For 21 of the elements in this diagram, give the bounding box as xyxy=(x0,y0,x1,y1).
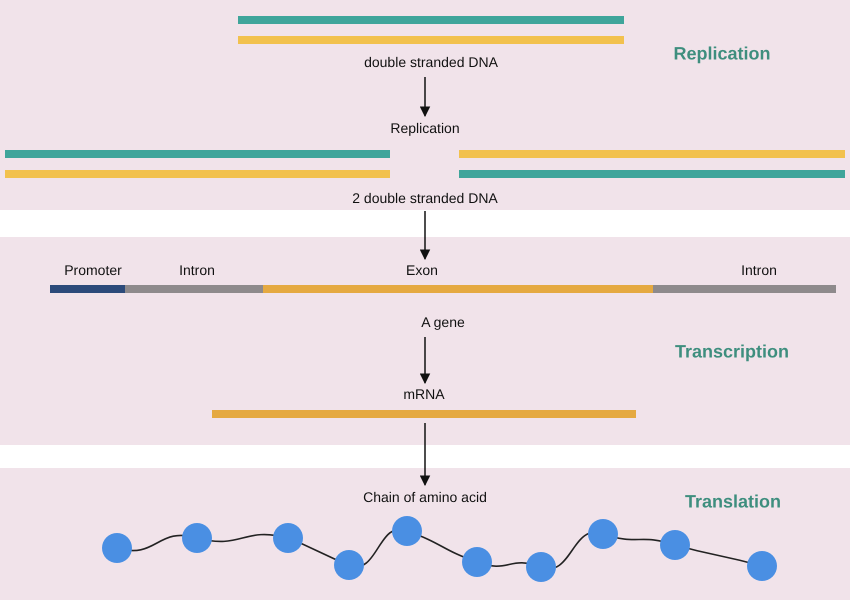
step-label: Chain of amino acid xyxy=(363,489,487,505)
part-label: Promoter xyxy=(64,262,122,278)
section-heading: Transcription xyxy=(674,342,790,362)
arrow xyxy=(420,423,430,486)
part-label: Intron xyxy=(179,262,215,278)
step-label: Replication xyxy=(390,120,460,136)
arrow xyxy=(420,211,430,260)
step-label: A gene xyxy=(421,314,465,330)
section-band xyxy=(0,0,850,210)
arrow xyxy=(420,337,430,384)
section-band xyxy=(0,237,850,445)
diagram-part xyxy=(212,386,636,420)
part-label: Exon xyxy=(406,262,438,278)
section-heading: Replication xyxy=(674,44,770,64)
section-band xyxy=(0,468,850,600)
arrow xyxy=(420,77,430,118)
step-label: 2 double stranded DNA xyxy=(352,190,498,206)
step-label: mRNA xyxy=(403,386,445,402)
part-label: Intron xyxy=(741,262,777,278)
section-heading: Translation xyxy=(684,492,782,512)
step-label: double stranded DNA xyxy=(364,54,498,70)
